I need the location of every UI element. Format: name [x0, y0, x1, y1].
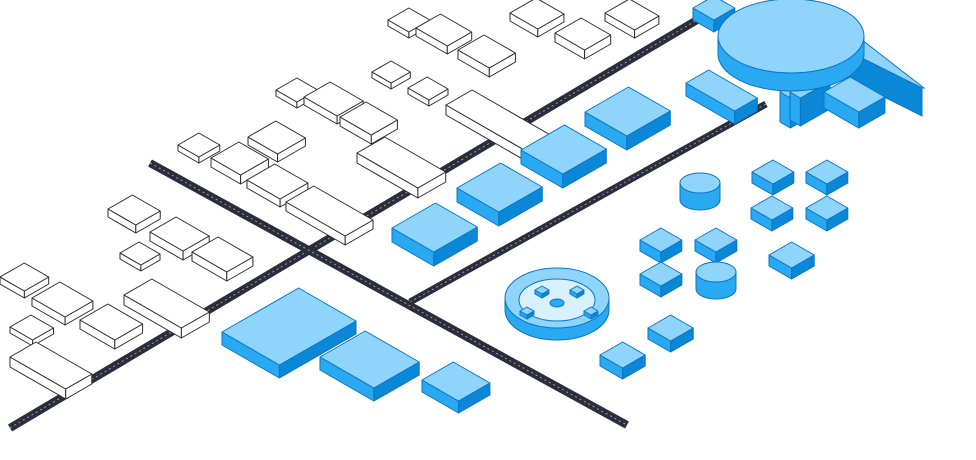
blue-building-icon	[805, 195, 849, 232]
outline-building-icon	[339, 101, 398, 145]
blue-building-icon	[391, 202, 478, 267]
second-road-diagonal	[408, 100, 768, 306]
blue-building-icon	[805, 159, 849, 196]
outline-building-icon	[247, 120, 306, 163]
outline-building-icon	[407, 76, 449, 107]
outline-building-icon	[79, 303, 144, 350]
blue-building-icon	[221, 287, 357, 379]
blue-building-icon	[583, 306, 599, 320]
blue-building-icon	[823, 76, 886, 129]
storage-tank-icon	[679, 172, 721, 211]
blue-building-icon	[768, 241, 815, 280]
cross-road	[148, 159, 629, 429]
outline-buildings-layer	[0, 0, 660, 400]
blue-building-icon	[694, 227, 738, 264]
blue-building-icon	[750, 195, 794, 232]
outline-building-icon	[9, 341, 93, 400]
outline-building-icon	[457, 34, 516, 78]
outline-building-icon	[210, 141, 269, 185]
blue-building-icon	[639, 227, 683, 264]
blue-building-icon	[421, 361, 491, 414]
outline-building-icon	[9, 314, 54, 347]
outline-building-icon	[356, 136, 447, 199]
outline-building-icon	[177, 132, 221, 164]
blue-building-icon	[639, 261, 683, 298]
blue-building-icon	[569, 285, 585, 299]
roundabout-icon	[504, 267, 610, 341]
outline-building-icon	[191, 236, 254, 282]
outline-building-icon	[415, 13, 473, 55]
blue-building-icon	[685, 69, 758, 125]
storage-tank-icon	[695, 261, 737, 300]
blue-buildings-layer	[221, 86, 849, 414]
blue-building-icon	[534, 285, 550, 299]
blue-building-icon	[519, 306, 535, 320]
blue-building-icon	[456, 162, 543, 227]
blue-building-icon	[647, 314, 694, 353]
outline-building-icon	[119, 241, 161, 272]
outline-building-icon	[0, 262, 50, 299]
outline-building-icon	[123, 278, 210, 339]
outline-building-icon	[31, 281, 94, 326]
blue-building-icon	[599, 341, 646, 380]
blue-building-icon	[520, 124, 607, 189]
blue-building-icon	[751, 159, 795, 196]
outline-building-icon	[554, 17, 612, 60]
landmark-disc-icon	[685, 0, 926, 129]
outline-building-icon	[371, 60, 411, 90]
outline-building-icon	[107, 194, 161, 234]
outline-building-icon	[604, 0, 660, 39]
blue-building-icon	[584, 86, 671, 151]
outline-building-icon	[509, 0, 565, 38]
outline-building-icon	[285, 185, 374, 246]
blue-building-icon	[319, 330, 420, 402]
